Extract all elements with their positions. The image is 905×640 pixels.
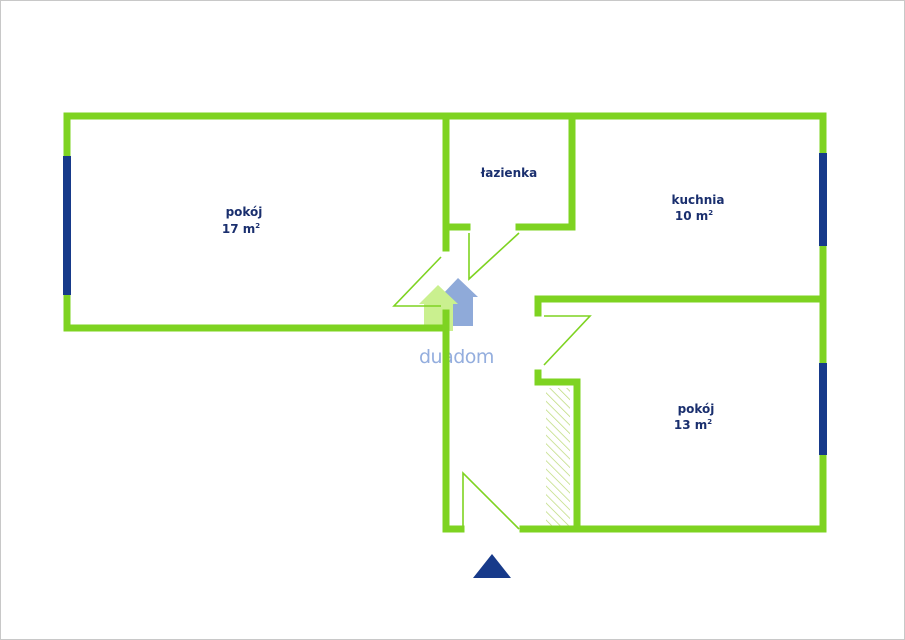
room-pokoj-17: pokój 17 m2 (222, 205, 263, 236)
room-name: kuchnia (672, 193, 725, 207)
door-pokoj-13 (543, 315, 592, 366)
room-name: pokój (678, 402, 715, 416)
room-name: łazienka (480, 166, 537, 180)
room-name: pokój (226, 205, 263, 219)
door-entrance (462, 471, 520, 530)
door-bathroom (468, 232, 520, 281)
logo-text: duadom (419, 346, 494, 368)
windows (63, 153, 827, 455)
storage-hatch (546, 388, 570, 526)
room-lazienka: łazienka (480, 166, 537, 180)
room-area: 13 m2 (674, 418, 712, 432)
room-area: 17 m2 (222, 222, 260, 236)
entrance-arrow-icon (473, 554, 511, 578)
room-pokoj-13: pokój 13 m2 (674, 402, 715, 432)
doors (392, 232, 592, 530)
walls (63, 112, 827, 533)
door-pokoj-17 (392, 256, 442, 307)
room-kuchnia: kuchnia 10 m2 (672, 193, 725, 223)
room-area: 10 m2 (675, 209, 713, 223)
